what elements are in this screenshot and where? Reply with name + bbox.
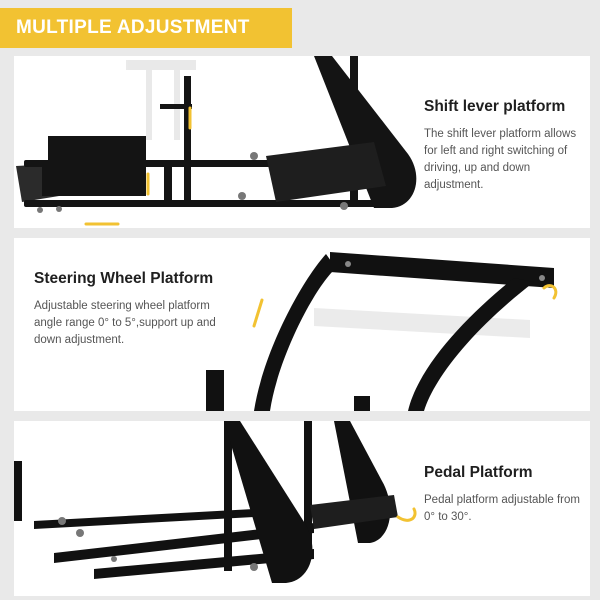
shift-lever-frame-illustration bbox=[16, 56, 417, 226]
section-description: Pedal platform adjustable from 0° to 30°… bbox=[424, 494, 580, 523]
pedal-frame-illustration bbox=[14, 421, 417, 583]
panel-pedal: Pedal Platform Pedal platform adjustable… bbox=[14, 421, 590, 596]
panel-steering-wheel: Steering Wheel Platform Adjustable steer… bbox=[14, 238, 590, 411]
steering-wheel-frame-illustration bbox=[206, 252, 558, 411]
banner-title: MULTIPLE ADJUSTMENT bbox=[0, 8, 292, 48]
section-title: Pedal Platform bbox=[424, 464, 533, 481]
panel-shift-lever: Shift lever platform The shift lever pla… bbox=[14, 56, 590, 228]
section-title: Steering Wheel Platform bbox=[34, 270, 214, 287]
section-title: Shift lever platform bbox=[424, 98, 566, 115]
section-description: The shift lever platform allows for left… bbox=[424, 128, 577, 191]
section-description: Adjustable steering wheel platform angle… bbox=[34, 300, 216, 346]
